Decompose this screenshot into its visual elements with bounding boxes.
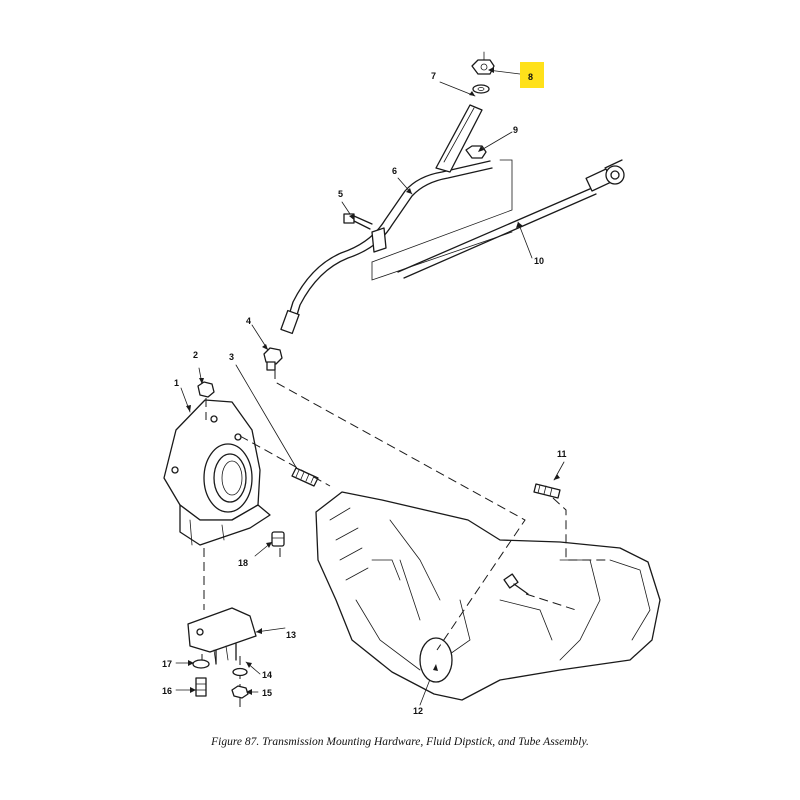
nut-15 — [231, 685, 249, 699]
nut-8 — [471, 59, 495, 75]
support-bracket-1 — [163, 399, 271, 546]
stud-3 — [291, 467, 319, 487]
washer-17 — [192, 659, 210, 669]
screw-5 — [343, 213, 373, 230]
nut-9 — [465, 145, 487, 159]
callout-7: 7 — [431, 71, 436, 81]
callout-18: 18 — [238, 558, 248, 568]
screw-16 — [195, 677, 207, 697]
callout-13: 13 — [286, 630, 296, 640]
callout-2: 2 — [193, 350, 198, 360]
washer-7 — [472, 84, 490, 94]
dipstick — [371, 159, 625, 281]
tube-bracket — [371, 104, 483, 253]
mount-13 — [187, 607, 257, 665]
callout-17: 17 — [162, 659, 172, 669]
callout-1: 1 — [174, 378, 179, 388]
transmission-housing — [315, 491, 661, 701]
assembly-lines — [201, 370, 610, 712]
callout-8: 8 — [528, 72, 533, 82]
nut-2 — [197, 381, 215, 398]
callout-14: 14 — [262, 670, 272, 680]
fitting-4 — [263, 347, 283, 371]
callout-11: 11 — [557, 449, 567, 459]
callout-highlight — [520, 62, 544, 88]
callout-10: 10 — [534, 256, 544, 266]
stud-pair — [215, 643, 237, 665]
stud-11 — [533, 483, 561, 499]
callout-5: 5 — [338, 189, 343, 199]
callout-16: 16 — [162, 686, 172, 696]
leader-lines — [175, 51, 565, 706]
screw-12 — [503, 573, 529, 595]
washer-14 — [232, 667, 248, 677]
callout-12: 12 — [413, 706, 423, 716]
callout-9: 9 — [513, 125, 518, 135]
figure-caption: Figure 87. Transmission Mounting Hardwar… — [211, 736, 589, 748]
leader-arrowheads — [186, 67, 560, 695]
callout-6: 6 — [392, 166, 397, 176]
callout-4: 4 — [246, 316, 251, 326]
callout-3: 3 — [229, 352, 234, 362]
callout-15: 15 — [262, 688, 272, 698]
screw-18 — [271, 531, 285, 547]
